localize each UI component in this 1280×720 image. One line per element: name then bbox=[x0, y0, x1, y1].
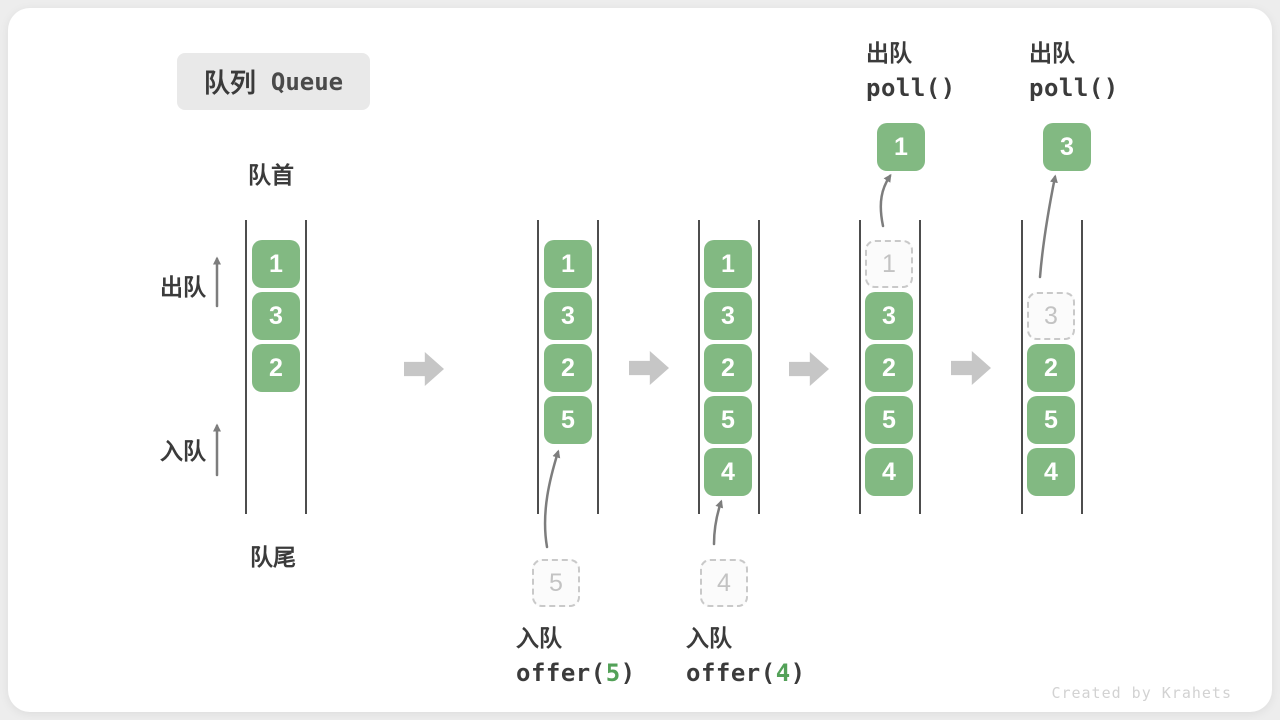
operation-enqueue-5: 入队 offer(5) bbox=[516, 625, 636, 686]
polled-item: 1 bbox=[877, 123, 925, 171]
queue-rail bbox=[537, 220, 539, 514]
queue-item: 5 bbox=[865, 396, 913, 444]
poll-1-arrow-icon bbox=[879, 173, 892, 228]
enqueue-4-arrow-icon bbox=[712, 499, 724, 546]
incoming-item-ghost: 5 bbox=[532, 559, 580, 607]
transition-arrow-icon bbox=[404, 352, 444, 386]
queue-rail bbox=[245, 220, 247, 514]
queue-item: 3 bbox=[704, 292, 752, 340]
queue-rail bbox=[919, 220, 921, 514]
operation-poll-second: 出队 poll() bbox=[1029, 40, 1119, 101]
queue-item: 1 bbox=[544, 240, 592, 288]
queue-rail bbox=[1021, 220, 1023, 514]
queue-item: 3 bbox=[252, 292, 300, 340]
queue-item: 2 bbox=[704, 344, 752, 392]
watermark: Created by Krahets bbox=[1051, 684, 1232, 702]
queue-item: 3 bbox=[544, 292, 592, 340]
operation-argument: 5 bbox=[605, 659, 621, 687]
queue-item: 3 bbox=[865, 292, 913, 340]
queue-item: 5 bbox=[1027, 396, 1075, 444]
operation-action: 入队 bbox=[686, 625, 732, 651]
queue-rail bbox=[698, 220, 700, 514]
title-chinese: 队列 bbox=[203, 68, 256, 98]
incoming-item-ghost: 4 bbox=[700, 559, 748, 607]
operation-code: offer(5) bbox=[516, 659, 636, 687]
diagram-card: 队列 Queue 队首 队尾 出队 入队 1 3 2 1 3 2 5 5 1 3… bbox=[8, 8, 1272, 712]
queue-front-label: 队首 bbox=[248, 162, 294, 188]
operation-action: 出队 bbox=[1029, 40, 1075, 66]
poll-2-arrow-icon bbox=[1038, 174, 1058, 279]
enqueue-5-arrow-icon bbox=[543, 449, 561, 549]
queue-item: 2 bbox=[544, 344, 592, 392]
title-english: Queue bbox=[270, 67, 344, 96]
queue-item: 5 bbox=[704, 396, 752, 444]
queue-item: 1 bbox=[252, 240, 300, 288]
queue-item: 2 bbox=[865, 344, 913, 392]
queue-item: 4 bbox=[865, 448, 913, 496]
queue-item: 4 bbox=[1027, 448, 1075, 496]
transition-arrow-icon bbox=[951, 351, 991, 385]
operation-poll-first: 出队 poll() bbox=[866, 40, 956, 101]
removed-item-ghost: 3 bbox=[1027, 292, 1075, 340]
queue-rear-label: 队尾 bbox=[250, 544, 296, 570]
removed-item-ghost: 1 bbox=[865, 240, 913, 288]
queue-item: 1 bbox=[704, 240, 752, 288]
transition-arrow-icon bbox=[789, 352, 829, 386]
operation-code: poll() bbox=[866, 74, 956, 102]
operation-argument: 4 bbox=[775, 659, 791, 687]
queue-rail bbox=[597, 220, 599, 514]
operation-code: offer(4) bbox=[686, 659, 806, 687]
queue-rail bbox=[305, 220, 307, 514]
queue-item: 2 bbox=[252, 344, 300, 392]
polled-item: 3 bbox=[1043, 123, 1091, 171]
title-badge: 队列 Queue bbox=[177, 53, 370, 110]
queue-rail bbox=[758, 220, 760, 514]
enqueue-side-label: 入队 bbox=[160, 438, 206, 464]
queue-rail bbox=[859, 220, 861, 514]
operation-enqueue-4: 入队 offer(4) bbox=[686, 625, 806, 686]
queue-item: 4 bbox=[704, 448, 752, 496]
operation-action: 入队 bbox=[516, 625, 562, 651]
queue-item: 5 bbox=[544, 396, 592, 444]
queue-item: 2 bbox=[1027, 344, 1075, 392]
transition-arrow-icon bbox=[629, 351, 669, 385]
operation-code: poll() bbox=[1029, 74, 1119, 102]
dequeue-side-label: 出队 bbox=[160, 274, 206, 300]
operation-action: 出队 bbox=[866, 40, 912, 66]
queue-rail bbox=[1081, 220, 1083, 514]
